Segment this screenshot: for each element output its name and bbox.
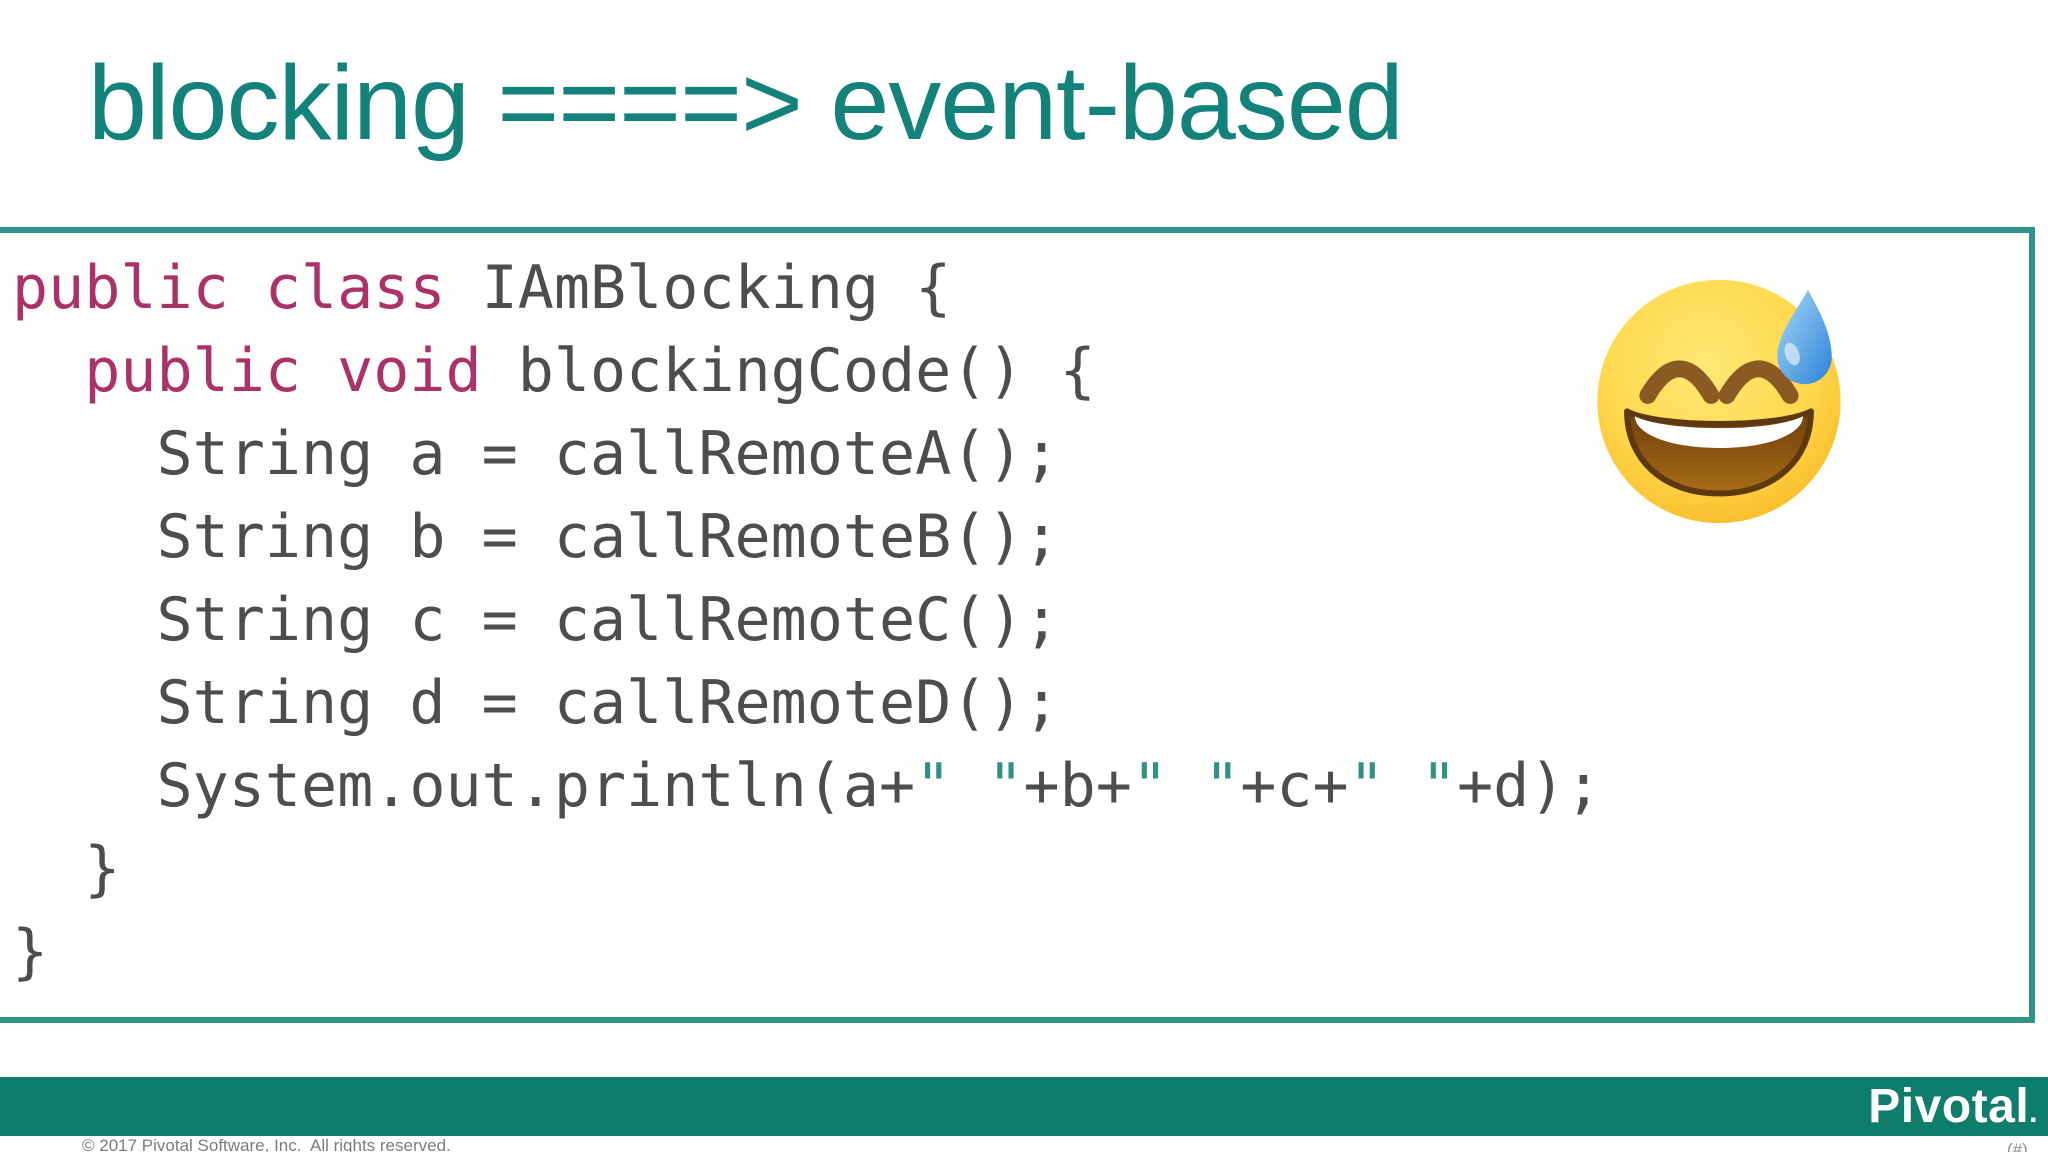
code-line: } [12,834,121,904]
pivotal-logo-text: Pivotal [1868,1080,2030,1133]
code-line: } [12,917,49,987]
code-line: String a = callRemoteA(); [12,419,1060,489]
code-line: public void blockingCode() { [84,336,1096,406]
slide-number-placeholder: (#) [2007,1140,2028,1152]
footer-bar: Pivotal. [0,1077,2048,1136]
emoji-sweat-drop-highlight [1784,342,1800,366]
code-line: String d = callRemoteD(); [12,668,1060,738]
grinning-face-with-sweat-emoji [1582,263,1850,535]
code-line: String b = callRemoteB(); [12,502,1060,572]
code-line: System.out.println(a+" "+b+" "+c+" "+d); [12,751,1602,821]
pivotal-logo-period: . [2029,1096,2038,1129]
page-title: blocking ====> event-based [88,44,1404,162]
code-line: public class IAmBlocking { [12,253,952,323]
pivotal-logo: Pivotal. [1868,1079,2038,1134]
code-line: String c = callRemoteC(); [12,585,1060,655]
code-block: public class IAmBlocking { public void b… [12,247,1601,994]
emoji-teeth [1634,416,1804,448]
emoji-left-eye [1639,360,1720,404]
emoji-right-eye [1718,360,1799,404]
emoji-graphic [1597,279,1841,524]
copyright-text: © 2017 Pivotal Software, Inc. All rights… [82,1136,451,1152]
